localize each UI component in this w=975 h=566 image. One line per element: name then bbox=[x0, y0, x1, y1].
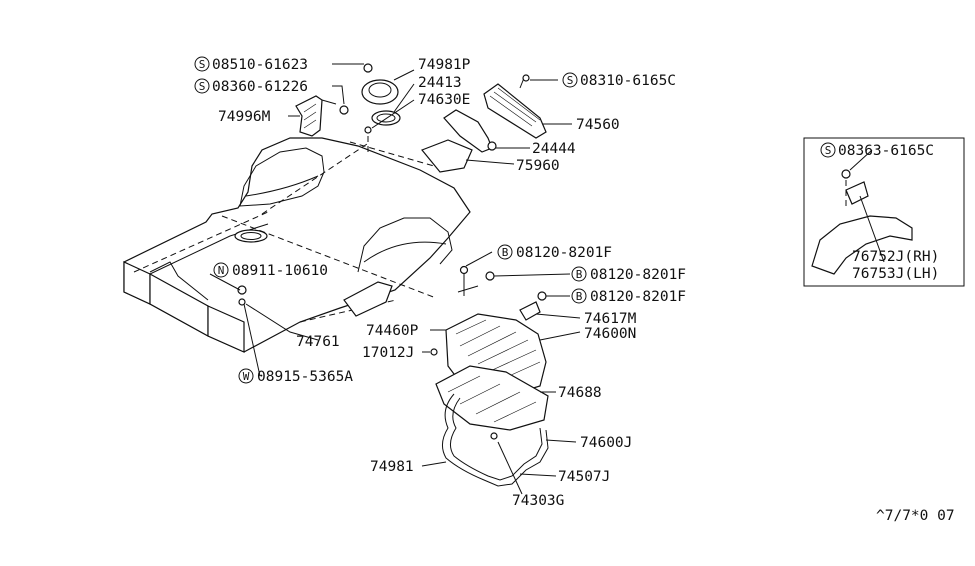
part-label: 76752J(RH) bbox=[852, 249, 939, 265]
part-label: 74560 bbox=[576, 117, 620, 133]
callout-symbol: N bbox=[218, 264, 225, 277]
part-label: 74303G bbox=[512, 493, 564, 509]
callout-symbol: S bbox=[825, 144, 832, 157]
part-label: 74617M bbox=[584, 311, 637, 327]
inset-box bbox=[803, 137, 965, 287]
floor-panel bbox=[123, 137, 471, 353]
callout-number: 08911-10610 bbox=[232, 263, 328, 279]
cap-74981P bbox=[361, 63, 401, 156]
callout-symbol: B bbox=[576, 290, 583, 303]
part-label: 74600J bbox=[580, 435, 632, 451]
callout-c3: S 08310-6165C bbox=[562, 72, 676, 89]
tank-assembly bbox=[430, 265, 549, 487]
part-label: 17012J bbox=[362, 345, 414, 361]
callout-symbol: S bbox=[567, 74, 574, 87]
part-label: 74688 bbox=[558, 385, 602, 401]
part-label: 24444 bbox=[532, 141, 576, 157]
part-label: 24413 bbox=[418, 75, 462, 91]
callout-c5: W 08915-5365A bbox=[238, 368, 353, 385]
part-label: 74981P bbox=[418, 57, 471, 73]
callout-c8: B 08120-8201F bbox=[571, 288, 686, 305]
callout-number: 08120-8201F bbox=[516, 245, 612, 261]
callout-symbol: S bbox=[199, 80, 206, 93]
bracket-75960 bbox=[421, 139, 473, 173]
callout-symbol: B bbox=[502, 246, 509, 259]
bracket-74996M bbox=[295, 95, 349, 137]
callout-c2: S 08360-61226 bbox=[194, 78, 308, 95]
callout-number: 08120-8201F bbox=[590, 267, 686, 283]
callout-c9: S 08363-6165C bbox=[820, 142, 934, 159]
leader-lines bbox=[209, 63, 885, 495]
callout-number: 08310-6165C bbox=[580, 73, 676, 89]
callout-c7: B 08120-8201F bbox=[571, 266, 686, 283]
part-label: 74761 bbox=[296, 334, 340, 350]
part-label: 74630E bbox=[418, 92, 470, 108]
callout-c1: S 08510-61623 bbox=[194, 56, 308, 73]
part-label: 74600N bbox=[584, 326, 636, 342]
callout-number: 08363-6165C bbox=[838, 143, 934, 159]
part-label: 74996M bbox=[218, 109, 271, 125]
part-label: 74507J bbox=[558, 469, 610, 485]
callout-symbol: W bbox=[243, 370, 250, 383]
part-label: 75960 bbox=[516, 158, 560, 174]
part-label: 74981 bbox=[370, 459, 414, 475]
diagram-code: ^7/7*0 07 bbox=[876, 508, 955, 524]
cover-74560 bbox=[443, 74, 547, 153]
callout-number: 08360-61226 bbox=[212, 79, 308, 95]
part-label: 74460P bbox=[366, 323, 419, 339]
callout-c4: N 08911-10610 bbox=[213, 262, 328, 279]
bracket-74761 bbox=[237, 281, 393, 317]
part-labels: 74981P 24413 74630E 74996M 74560 24444 7… bbox=[218, 57, 939, 509]
part-label: 76753J(LH) bbox=[852, 266, 939, 282]
callout-symbol: B bbox=[576, 268, 583, 281]
callout-symbol: S bbox=[199, 58, 206, 71]
callout-c6: B 08120-8201F bbox=[497, 244, 612, 261]
callout-number: 08915-5365A bbox=[257, 369, 353, 385]
callout-number: 08510-61623 bbox=[212, 57, 308, 73]
callout-number: 08120-8201F bbox=[590, 289, 686, 305]
